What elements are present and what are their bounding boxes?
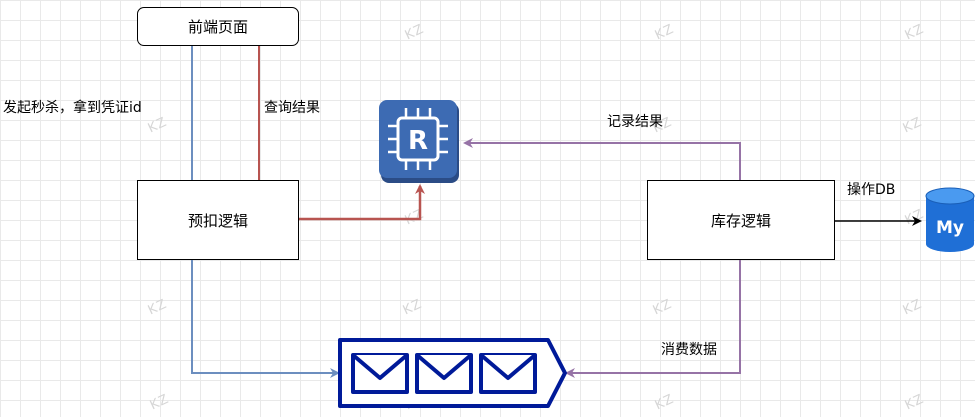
frontend-page-label: 前端页面 — [187, 18, 248, 36]
edge-label-query-result: 查询结果 — [264, 100, 320, 116]
edge-label-consume-data: 消费数据 — [661, 342, 717, 358]
redis-icon: R — [379, 100, 459, 183]
mysql-icon: My — [925, 187, 975, 252]
edge-prededuct-to-mq — [191, 260, 340, 378]
inventory-logic-node: 库存逻辑 — [647, 180, 835, 260]
prededuct-logic-node: 预扣逻辑 — [137, 180, 299, 260]
edge-label-start-seckill: 发起秒杀，拿到凭证id — [3, 100, 142, 116]
frontend-page-node: 前端页面 — [137, 7, 299, 46]
redis-glyph: R — [408, 126, 428, 156]
mysql-glyph: My — [936, 218, 964, 238]
message-queue-icon — [338, 338, 567, 408]
edge-prededuct-to-redis — [299, 184, 425, 221]
edge-label-operate-db: 操作DB — [847, 182, 896, 198]
edge-inventory-to-mq — [565, 260, 741, 378]
inventory-logic-label: 库存逻辑 — [710, 211, 771, 230]
edge-inventory-to-redis — [463, 138, 741, 180]
edge-label-record-result: 记录结果 — [607, 114, 663, 130]
prededuct-logic-label: 预扣逻辑 — [187, 211, 248, 230]
